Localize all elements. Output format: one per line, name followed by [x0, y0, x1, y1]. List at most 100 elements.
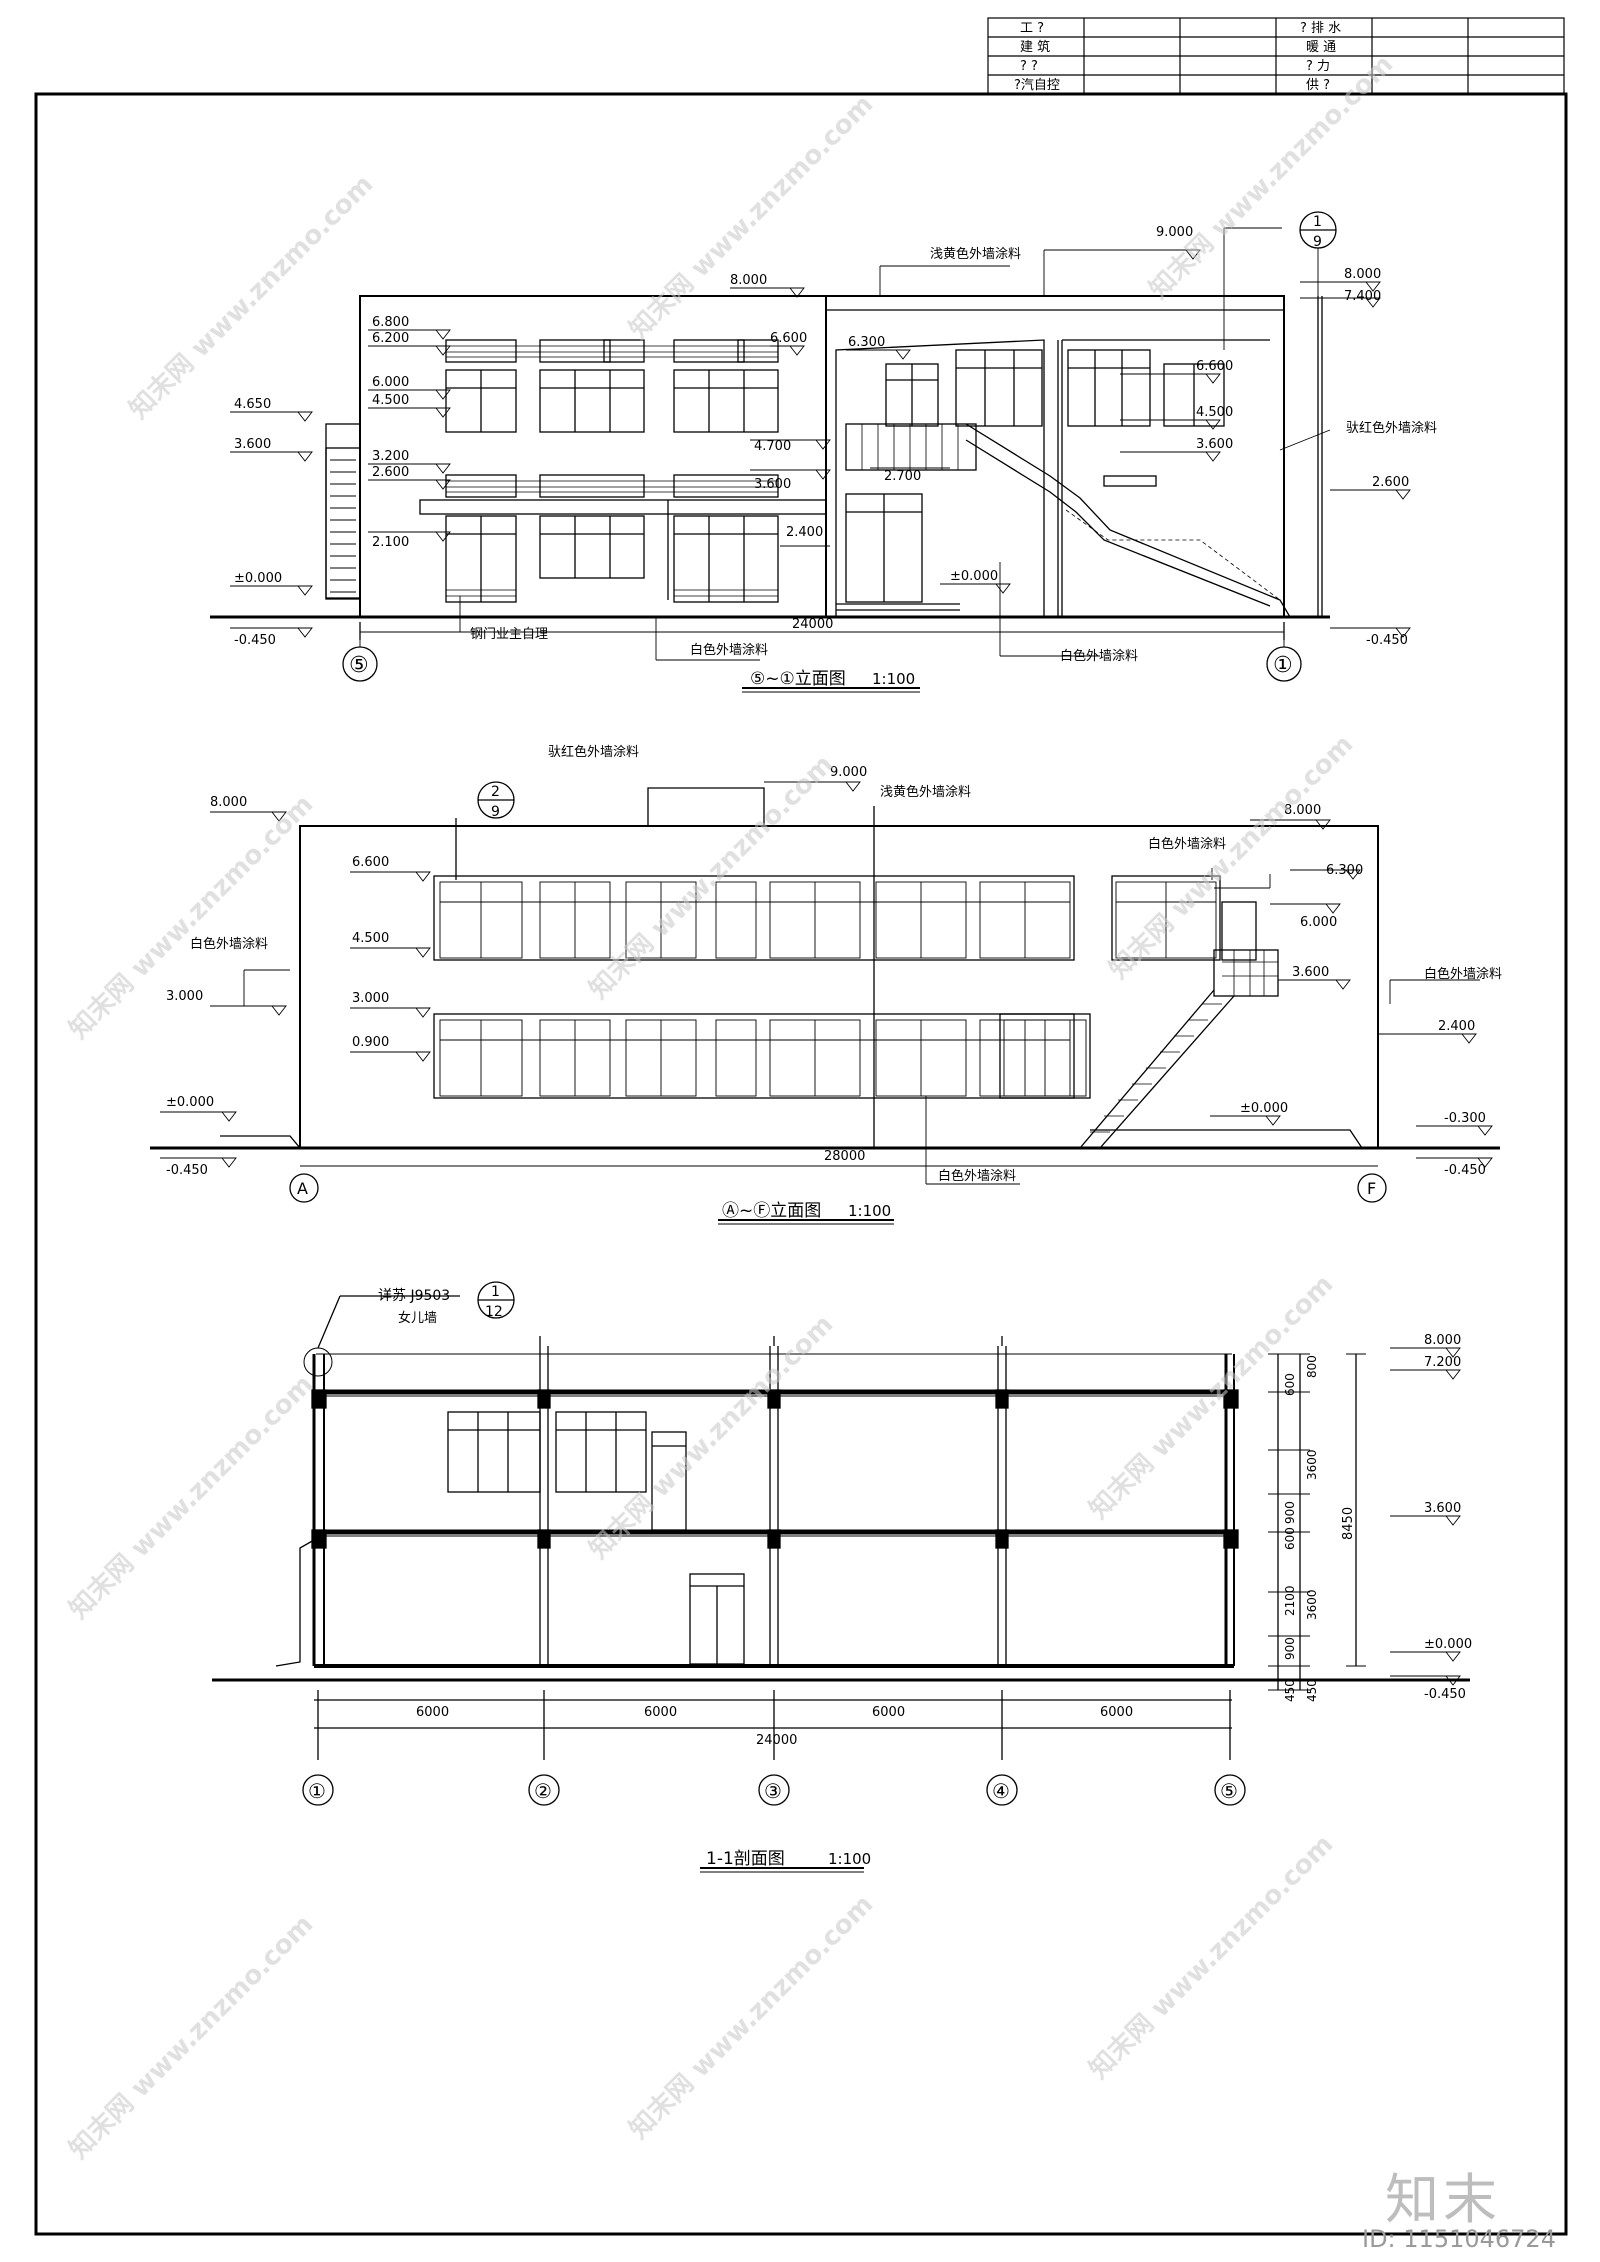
s-vdim-0: 800 — [1305, 1355, 1319, 1378]
e2-note-4: 白色外墙涂料 — [1424, 966, 1502, 982]
s-title: 1-1剖面图 — [706, 1849, 785, 1869]
e1-level-l3: -0.450 — [234, 633, 276, 648]
e2-level-l5: 0.900 — [352, 1035, 389, 1050]
tb-right-2: 暖 通 — [1306, 40, 1336, 55]
s-vdim-10: 450 — [1305, 1679, 1319, 1702]
e1-level-m0: 8.000 — [730, 273, 767, 288]
e2-level-r6: ±0.000 — [1240, 1101, 1288, 1116]
e1-level-t1: 8.000 — [1344, 267, 1381, 282]
s-detail-bottom: 12 — [485, 1304, 503, 1320]
e2-level-r2: 6.300 — [1326, 863, 1363, 878]
e1-level-m1: 6.600 — [770, 331, 807, 346]
s-ref-text: 详苏 J9503 — [378, 1288, 450, 1304]
parapet-detail-circle — [303, 1347, 333, 1377]
e2-level-r0: 9.000 — [830, 765, 867, 780]
axis-bubble-s5 — [1214, 1774, 1246, 1806]
e2-note-0: 驮红色外墙涂料 — [548, 744, 639, 760]
watermark-12: 知末网 www.znzmo.com — [1084, 1829, 1339, 2084]
e1-level-r3: 6.600 — [1196, 359, 1233, 374]
watermark-10: 知末网 www.znzmo.com — [64, 1909, 319, 2164]
s-vdim-7: 2100 — [1283, 1585, 1297, 1616]
s-span-0: 6000 — [416, 1705, 449, 1720]
e2-axis-right: F — [1367, 1179, 1376, 1198]
e1-level-l0: 4.650 — [234, 397, 271, 412]
e1-detail-top: 1 — [1313, 214, 1322, 230]
e1-level-t0: 9.000 — [1156, 225, 1193, 240]
e1-level-i0: 6.800 — [372, 315, 409, 330]
watermark-11: 知末网 www.znzmo.com — [624, 1889, 879, 2144]
tb-right-3: ? 力 — [1306, 59, 1330, 74]
watermark-8: 知末网 www.znzmo.com — [584, 1309, 839, 1564]
watermark-1: 知末网 www.znzmo.com — [124, 169, 379, 424]
s-level-0: 8.000 — [1424, 1333, 1461, 1348]
e1-level-l1: 3.600 — [234, 437, 271, 452]
s-span-2: 6000 — [872, 1705, 905, 1720]
e1-level-r0: 6.300 — [848, 335, 885, 350]
watermark-4: 知末网 www.znzmo.com — [64, 789, 319, 1044]
e1-level-r1: 2.700 — [884, 469, 921, 484]
s-total-dim: 24000 — [756, 1733, 797, 1748]
e2-total-dim: 28000 — [824, 1149, 865, 1164]
e2-title: Ⓐ~Ⓕ立面图 — [722, 1201, 821, 1221]
axis-bubble-s4 — [986, 1774, 1018, 1806]
s-vdim-9: 450 — [1283, 1679, 1297, 1702]
e2-level-l1: 6.600 — [352, 855, 389, 870]
e2-axis-left: A — [297, 1179, 308, 1198]
e2-level-r7: -0.300 — [1444, 1111, 1486, 1126]
tb-left-4: ?汽自控 — [1014, 78, 1060, 93]
e1-note-2: 钢门业主自理 — [470, 627, 548, 642]
s-vdim-1: 3600 — [1305, 1449, 1319, 1480]
e1-level-m4: 2.400 — [786, 525, 823, 540]
s-axis-3: ③ — [764, 1779, 782, 1803]
e1-level-r5: 3.600 — [1196, 437, 1233, 452]
s-axis-5: ⑤ — [1220, 1779, 1238, 1803]
e1-level-m2: 4.700 — [754, 439, 791, 454]
e1-axis-right: ① — [1273, 653, 1293, 678]
e1-level-r2: ±0.000 — [950, 569, 998, 584]
s-scale: 1:100 — [828, 1850, 871, 1868]
s-vdim-8: 900 — [1283, 1637, 1297, 1660]
s-span-1: 6000 — [644, 1705, 677, 1720]
e1-level-i3: 4.500 — [372, 393, 409, 408]
axis-bubble-1 — [1266, 646, 1302, 682]
s-vtotal: 8450 — [1341, 1507, 1356, 1540]
e2-note-2: 白色外墙涂料 — [1148, 836, 1226, 852]
e1-level-t3: 2.600 — [1372, 475, 1409, 490]
e1-level-i5: 2.600 — [372, 465, 409, 480]
s-ref-sub: 女儿墙 — [398, 1310, 437, 1326]
e1-level-r4: 4.500 — [1196, 405, 1233, 420]
e1-level-i4: 3.200 — [372, 449, 409, 464]
e1-axis-left: ⑤ — [349, 653, 369, 678]
s-axis-1: ① — [308, 1779, 326, 1803]
axis-bubble-s2 — [528, 1774, 560, 1806]
s-vdim-6: 600 — [1283, 1527, 1297, 1550]
tb-right-1: ? 排 水 — [1300, 21, 1341, 36]
axis-bubble-s3 — [758, 1774, 790, 1806]
e2-level-r5: 2.400 — [1438, 1019, 1475, 1034]
watermark-9: 知末网 www.znzmo.com — [1084, 1269, 1339, 1524]
e2-scale: 1:100 — [848, 1202, 891, 1220]
watermark-6: 知末网 www.znzmo.com — [1104, 729, 1359, 984]
sheet-border — [34, 92, 1568, 2236]
e2-note-1: 浅黄色外墙涂料 — [880, 784, 971, 800]
axis-bubble-s1 — [302, 1774, 334, 1806]
s-level-1: 7.200 — [1424, 1355, 1461, 1370]
e2-level-l0: 8.000 — [210, 795, 247, 810]
s-level-2: 3.600 — [1424, 1501, 1461, 1516]
e1-level-i6: 2.100 — [372, 535, 409, 550]
s-vdim-5: 3600 — [1305, 1589, 1319, 1620]
e1-total-dim: 24000 — [792, 617, 833, 632]
elevation-2 — [150, 781, 1500, 1225]
s-level-4: -0.450 — [1424, 1687, 1466, 1702]
e1-level-i1: 6.200 — [372, 331, 409, 346]
e1-note-3: 白色外墙涂料 — [690, 642, 768, 658]
image-id: ID: 1151046724 — [1362, 2225, 1556, 2253]
tb-left-2: 建 筑 — [1020, 39, 1050, 55]
s-detail-top: 1 — [491, 1284, 500, 1300]
s-vdim-2: 600 — [1283, 1373, 1297, 1396]
s-vdim-4: 900 — [1283, 1501, 1297, 1524]
e2-level-l4: 3.000 — [352, 991, 389, 1006]
e2-level-l2: 4.500 — [352, 931, 389, 946]
e2-note-5: 白色外墙涂料 — [938, 1168, 1016, 1184]
